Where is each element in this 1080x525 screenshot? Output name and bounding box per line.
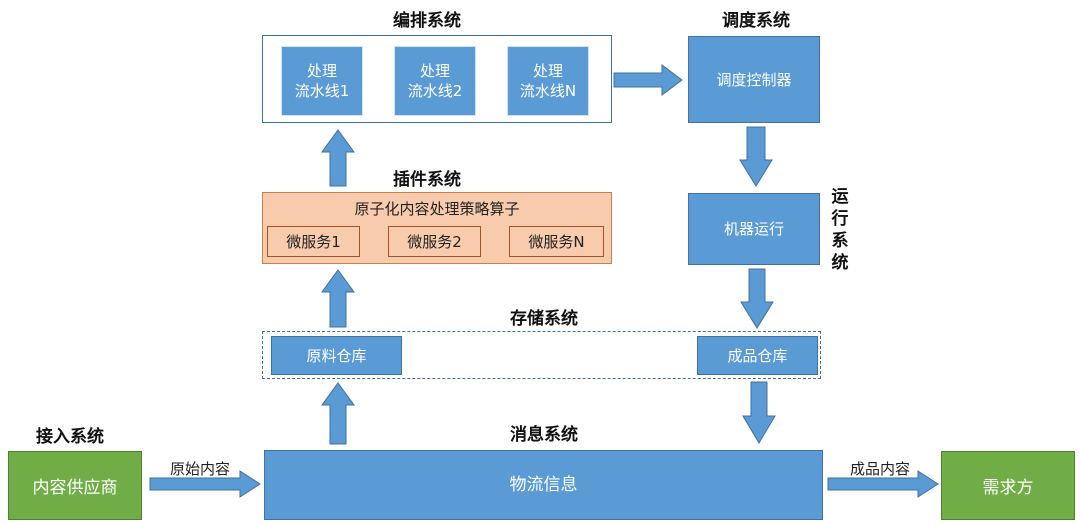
arrow-down-to-machine	[739, 126, 773, 187]
arrow-down-to-logistics	[742, 381, 776, 444]
orchestration-title: 编排系统	[393, 11, 461, 31]
scheduler-controller-box[interactable]: 调度控制器	[688, 36, 820, 123]
demand-side-box[interactable]: 需求方	[941, 451, 1075, 520]
runtime-title: 运 行 系 统	[830, 186, 850, 274]
arrow-up-to-plugin	[321, 269, 355, 328]
plugin-title: 插件系统	[393, 170, 461, 190]
access-title: 接入系统	[36, 427, 104, 447]
scheduling-title: 调度系统	[722, 11, 790, 31]
plugin-frame	[262, 192, 612, 264]
operator-label: 原子化内容处理策略算子	[354, 200, 520, 218]
raw-warehouse-box[interactable]: 原料仓库	[271, 336, 402, 375]
pipeline-line2: 流水线1	[294, 82, 350, 100]
finished-warehouse-box[interactable]: 成品仓库	[697, 336, 818, 375]
arrow-right-to-demand	[827, 470, 939, 498]
microservice-box-1[interactable]: 微服务1	[267, 226, 360, 257]
content-provider-box[interactable]: 内容供应商	[8, 451, 142, 520]
pipeline-line1: 处理	[306, 62, 337, 80]
pipeline-box-2[interactable]: 处理流水线2	[394, 46, 476, 116]
machine-run-box[interactable]: 机器运行	[688, 193, 820, 265]
microservice-box-2[interactable]: 微服务2	[388, 226, 481, 257]
arrow-down-to-finished	[740, 268, 774, 329]
raw-content-label: 原始内容	[170, 460, 231, 478]
arrow-right-to-scheduler	[613, 64, 683, 96]
pipeline-line2: 流水线2	[407, 82, 463, 100]
pipeline-line2: 流水线N	[519, 82, 577, 100]
pipeline-line1: 处理	[532, 62, 563, 80]
logistics-info-box[interactable]: 物流信息	[264, 450, 823, 520]
runtime-title-char: 统	[831, 253, 849, 273]
runtime-title-char: 系	[831, 231, 849, 251]
pipeline-box-n[interactable]: 处理流水线N	[507, 46, 589, 116]
arrow-right-to-logistics	[149, 470, 261, 498]
messaging-title: 消息系统	[510, 425, 578, 445]
storage-title: 存储系统	[510, 309, 578, 329]
microservice-box-n[interactable]: 微服务N	[509, 226, 604, 257]
pipeline-box-1[interactable]: 处理流水线1	[281, 46, 363, 116]
runtime-title-char: 运	[831, 187, 849, 207]
arrow-up-to-raw	[321, 382, 355, 445]
finished-content-label: 成品内容	[850, 460, 911, 478]
runtime-title-char: 行	[831, 209, 849, 229]
pipeline-line1: 处理	[419, 62, 450, 80]
arrow-up-to-orchestration	[321, 129, 355, 187]
